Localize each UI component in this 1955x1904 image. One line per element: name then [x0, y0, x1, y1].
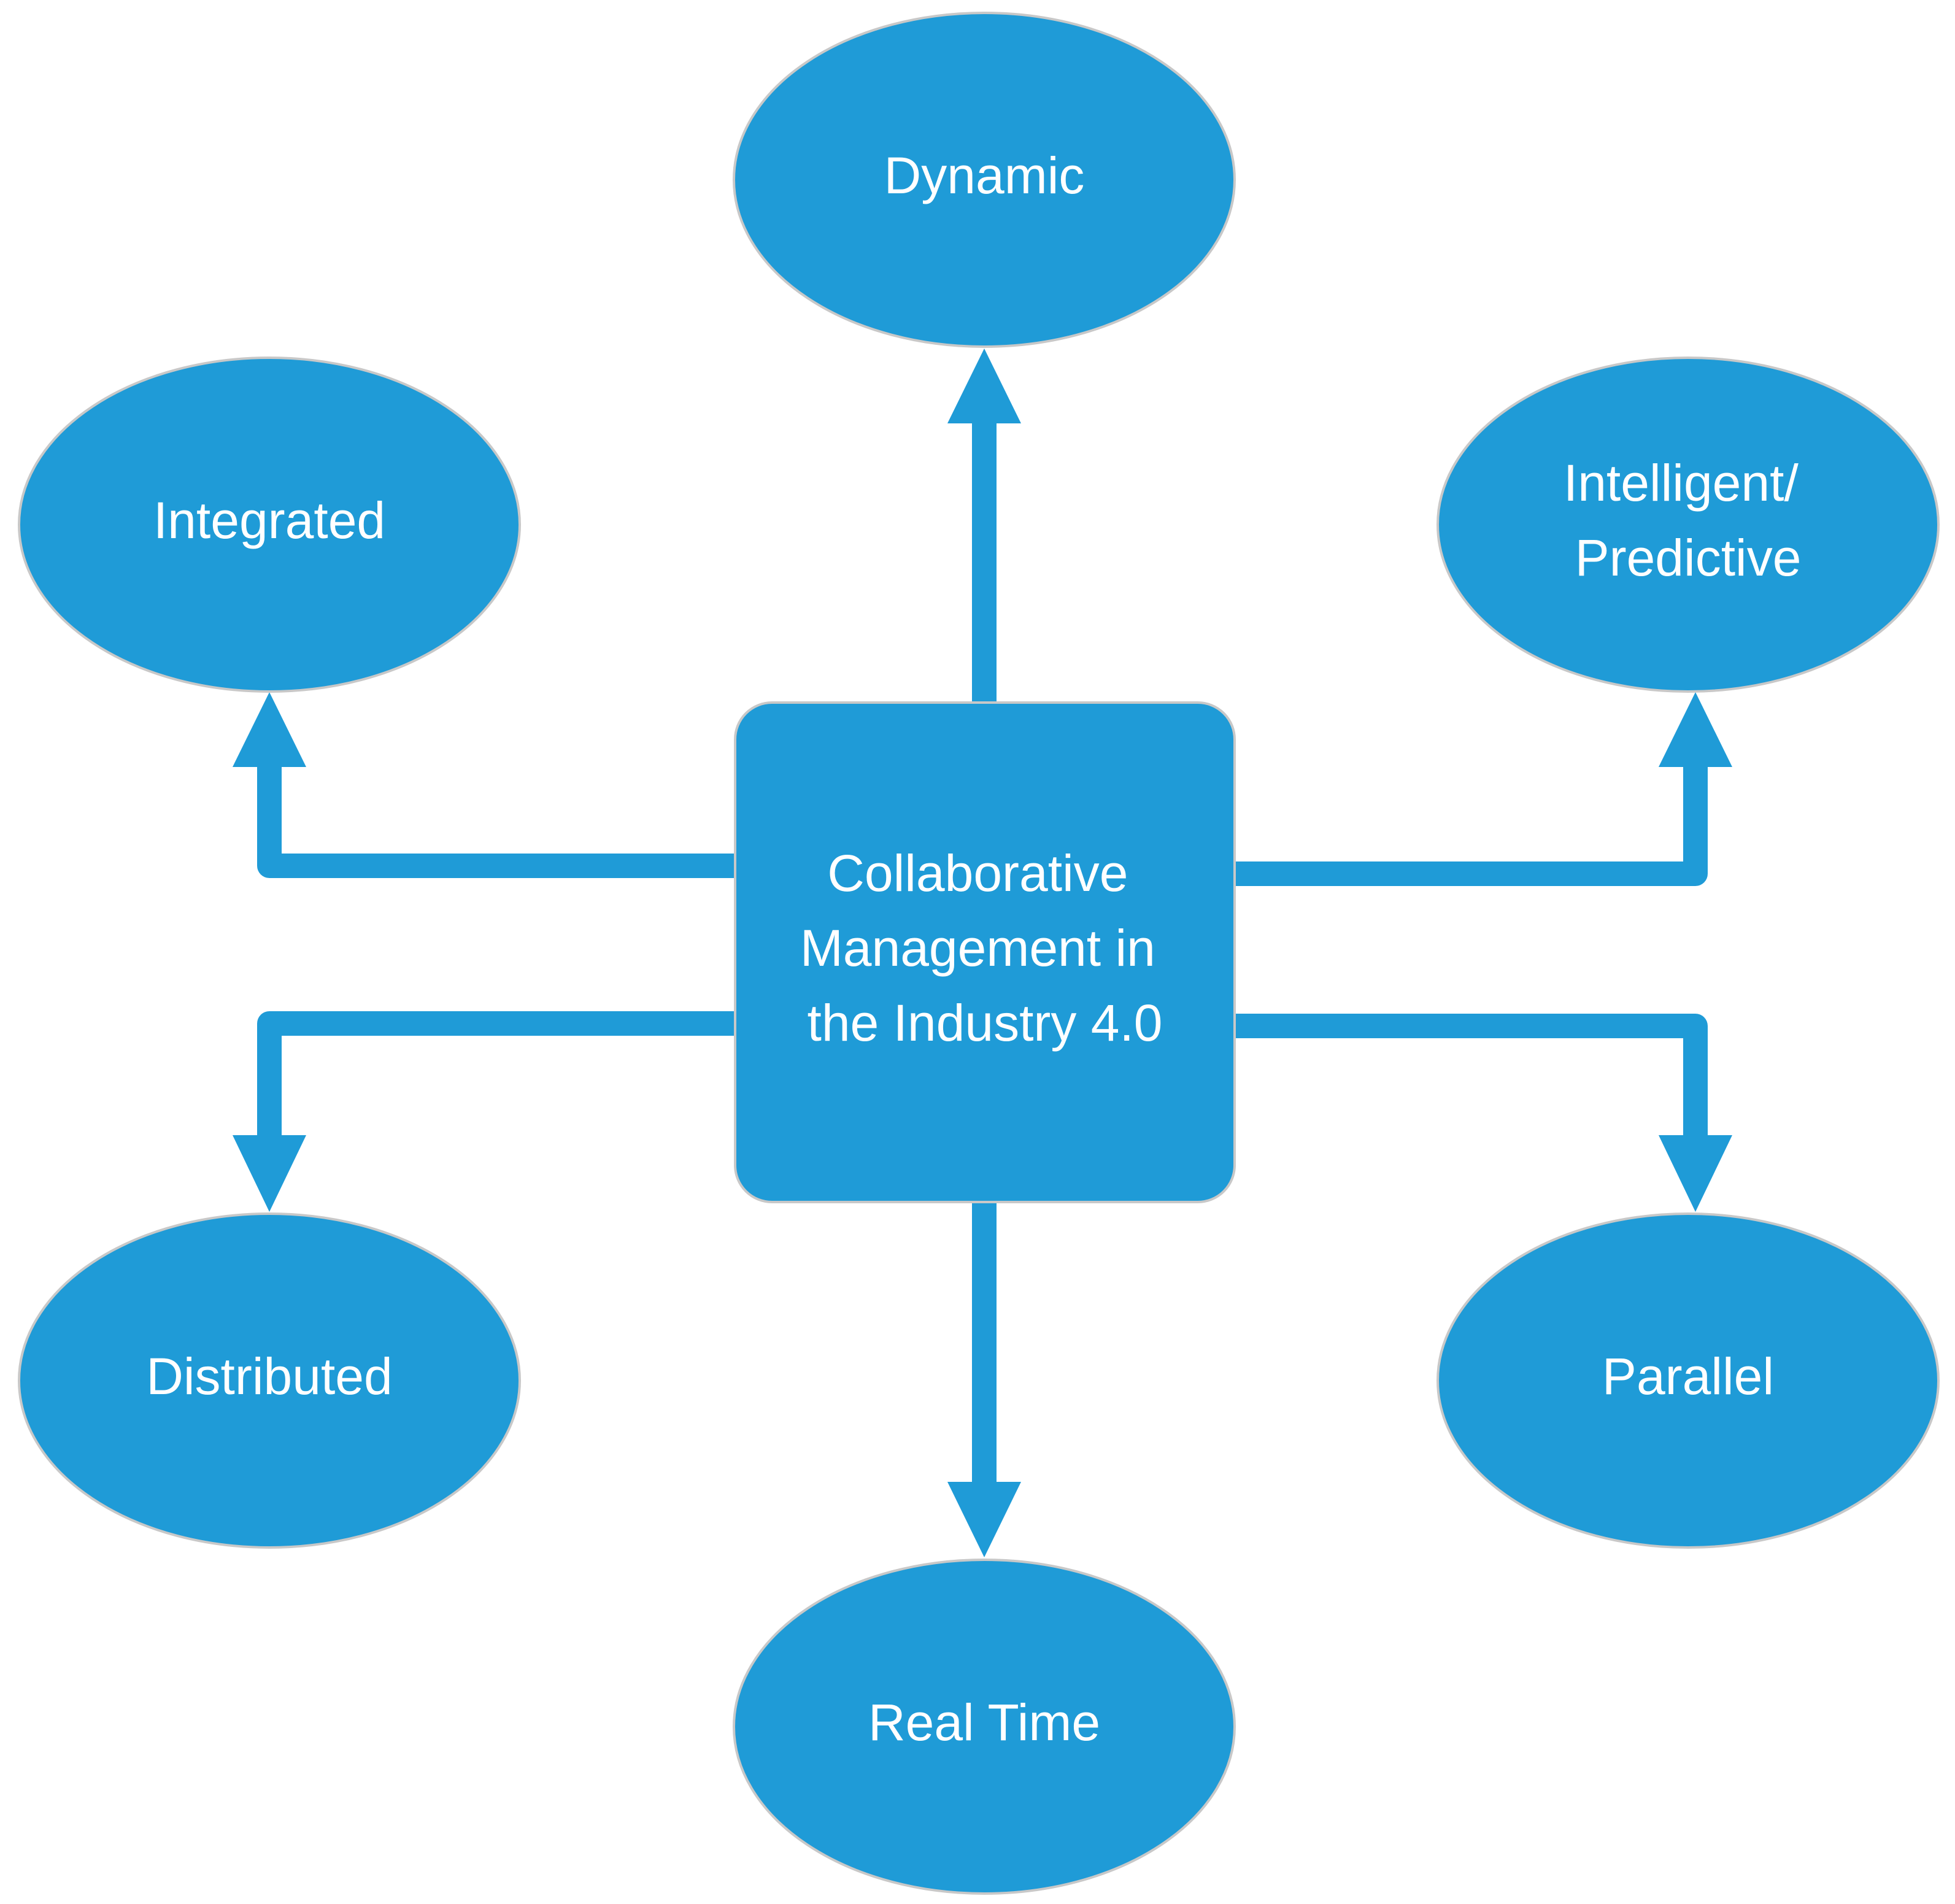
node-distributed-label: Distributed — [146, 1347, 393, 1405]
node-dynamic-label: Dynamic — [884, 147, 1085, 204]
node-intelligent-line-1: Intelligent/ — [1564, 454, 1799, 512]
arrow-to-integrated-shaft — [257, 761, 735, 878]
node-parallel-label: Parallel — [1602, 1347, 1774, 1405]
node-distributed-line-1: Distributed — [146, 1347, 393, 1405]
arrow-to-integrated-head — [233, 692, 306, 767]
node-distributed-ellipse — [18, 1212, 521, 1549]
node-parallel-ellipse — [1436, 1212, 1940, 1549]
node-intelligent-predictive: Intelligent/ Predictive — [1436, 357, 1940, 693]
node-real-time-line-1: Real Time — [868, 1694, 1100, 1751]
node-integrated-label: Integrated — [153, 491, 385, 549]
node-integrated: Integrated — [18, 357, 521, 693]
arrow-to-integrated — [233, 692, 735, 878]
arrow-to-real-time — [947, 1201, 1021, 1557]
node-intelligent-line-2: Predictive — [1575, 529, 1802, 587]
node-real-time: Real Time — [733, 1559, 1236, 1895]
arrow-to-parallel-head — [1659, 1135, 1732, 1212]
arrow-to-intelligent-head — [1659, 692, 1732, 767]
arrow-to-dynamic-head — [947, 349, 1021, 423]
node-dynamic-line-1: Dynamic — [884, 147, 1085, 204]
center-node-line-1: Collaborative — [827, 844, 1128, 902]
node-parallel: Parallel — [1436, 1212, 1940, 1549]
node-integrated-line-1: Integrated — [153, 491, 385, 549]
arrow-to-distributed-shaft — [257, 1011, 735, 1141]
node-parallel-line-1: Parallel — [1602, 1347, 1774, 1405]
node-intelligent-label: Intelligent/ Predictive — [1564, 454, 1813, 587]
node-distributed: Distributed — [18, 1212, 521, 1549]
node-dynamic: Dynamic — [733, 12, 1236, 348]
arrow-to-parallel — [1235, 1014, 1732, 1212]
center-node: Collaborative Management in the Industry… — [734, 701, 1236, 1203]
center-node-line-2: Management in — [800, 919, 1155, 977]
node-real-time-ellipse — [733, 1559, 1236, 1895]
arrow-to-distributed-head — [233, 1135, 306, 1212]
arrow-to-real-time-head — [947, 1482, 1021, 1557]
arrow-to-dynamic — [947, 349, 1021, 703]
arrow-to-intelligent-shaft — [1235, 761, 1708, 886]
connector-arrows — [233, 349, 1732, 1557]
node-intelligent-ellipse — [1436, 357, 1940, 693]
arrow-to-intelligent — [1235, 692, 1732, 886]
node-dynamic-ellipse — [733, 12, 1236, 348]
node-integrated-ellipse — [18, 357, 521, 693]
arrow-to-parallel-shaft — [1235, 1014, 1708, 1141]
center-node-box — [734, 701, 1236, 1203]
center-node-label: Collaborative Management in the Industry… — [800, 844, 1170, 1052]
node-real-time-label: Real Time — [868, 1694, 1100, 1751]
center-node-line-3: the Industry 4.0 — [807, 994, 1162, 1052]
arrow-to-distributed — [233, 1011, 735, 1212]
